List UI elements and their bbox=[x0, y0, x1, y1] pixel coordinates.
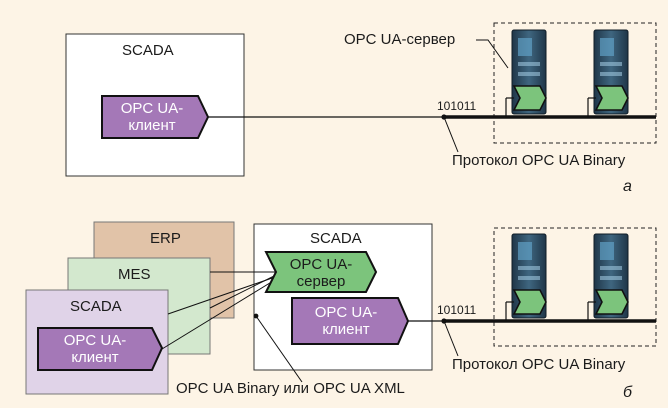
panel-b-protocol-label: Протокол OPC UA Binary bbox=[452, 356, 626, 373]
panel-a-device-group bbox=[493, 22, 657, 144]
panel-b-mes-title: MES bbox=[118, 266, 151, 283]
panel-a-callout-line bbox=[476, 39, 509, 69]
opc-ua-server-tag-icon bbox=[594, 289, 629, 315]
panel-b-note-dot bbox=[253, 313, 259, 319]
panel-b-front-client-label: OPC UA- клиент bbox=[63, 332, 127, 366]
panel-b-client-tag bbox=[291, 297, 410, 345]
panel-a-client-tag bbox=[101, 95, 210, 139]
panel-b-scada-right-title: SCADA bbox=[310, 230, 362, 247]
opc-ua-server-tag-icon bbox=[512, 85, 547, 111]
panel-a-scada-title: SCADA bbox=[122, 42, 174, 59]
panel-a-caption: а bbox=[623, 178, 632, 195]
opc-ua-server-tag-icon bbox=[512, 289, 547, 315]
panel-b-erp-title: ERP bbox=[150, 230, 181, 247]
panel-b-protocol-leader bbox=[443, 320, 459, 357]
panel-b-note-leader bbox=[255, 315, 303, 383]
panel-a-server-callout: OPC UA-сервер bbox=[344, 31, 456, 48]
panel-b-caption: б bbox=[623, 384, 632, 401]
panel-a-client-label: OPC UA- клиент bbox=[120, 100, 184, 134]
panel-b-signal: 101011 bbox=[437, 303, 477, 317]
panel-b-front-client-tag bbox=[37, 327, 164, 371]
panel-a-protocol-label: Протокол OPC UA Binary bbox=[452, 152, 626, 169]
panel-b-device-group bbox=[493, 227, 657, 347]
panel-a-protocol-leader bbox=[443, 116, 459, 153]
panel-b-fan-lines bbox=[161, 271, 279, 350]
panel-b-server-label: OPC UA- сервер bbox=[289, 256, 353, 290]
panel-a-signal: 101011 bbox=[437, 99, 477, 113]
panel-b-client-label: OPC UA- клиент bbox=[314, 304, 378, 338]
panel-b-server-tag bbox=[264, 251, 378, 293]
panel-b-scada-front-title: SCADA bbox=[70, 298, 122, 315]
panel-b-transport-note: OPC UA Binary или OPC UA XML bbox=[176, 380, 405, 397]
opc-ua-server-tag-icon bbox=[594, 85, 629, 111]
